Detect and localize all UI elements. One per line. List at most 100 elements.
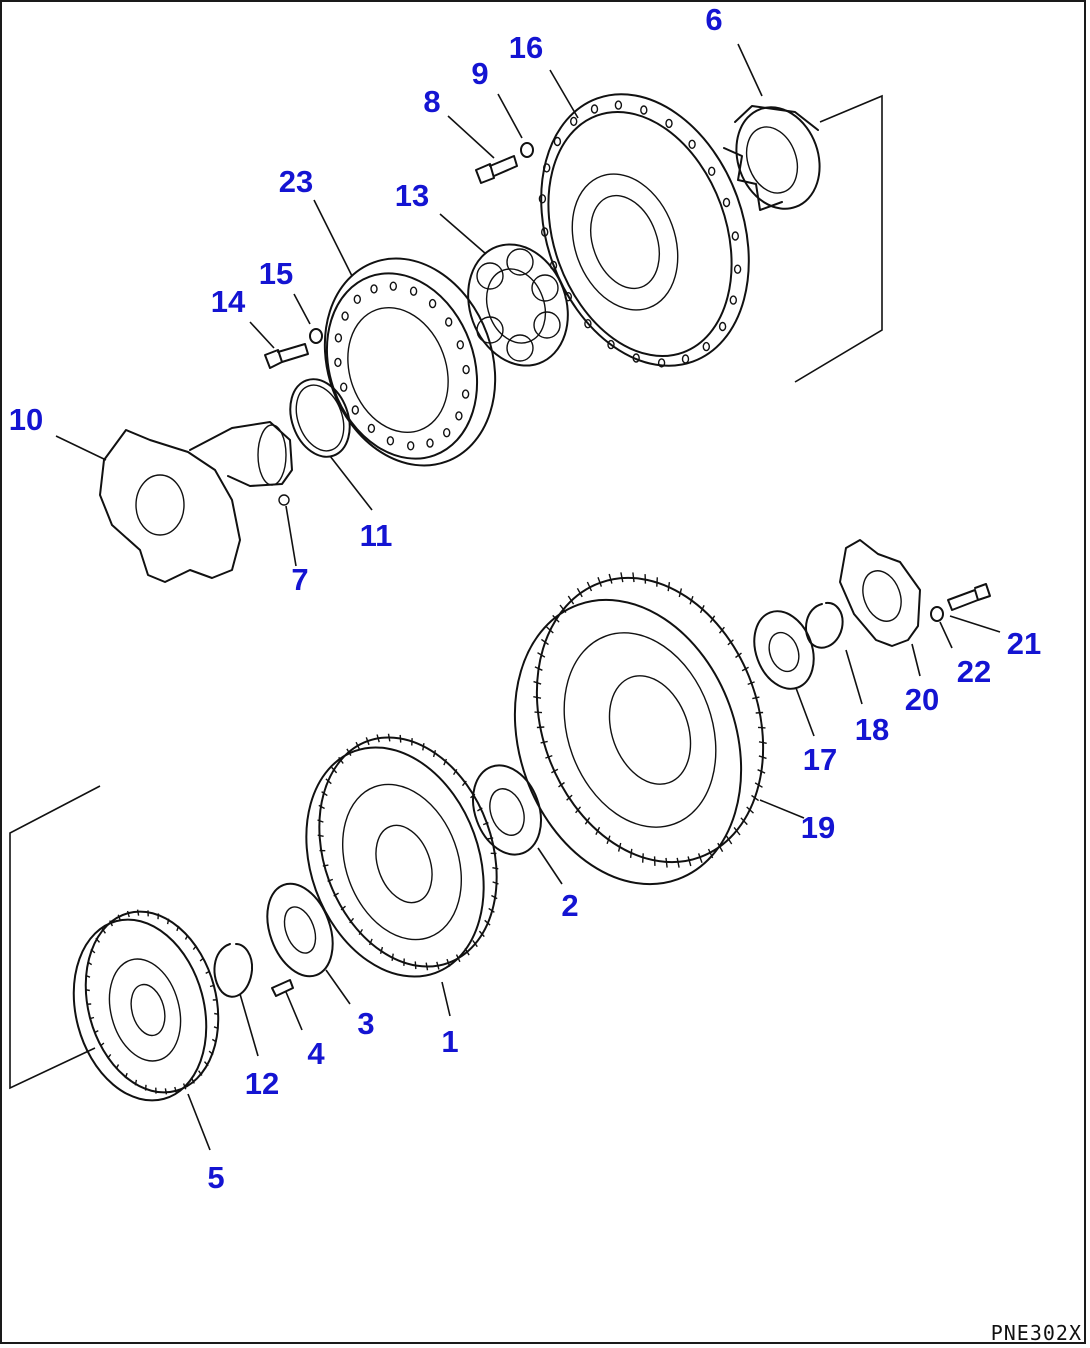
callout-18[interactable]: 18	[855, 712, 889, 747]
part-10-carrier[interactable]	[99, 421, 293, 583]
callout-22[interactable]: 22	[957, 654, 991, 689]
part-21-bolt[interactable]	[947, 583, 991, 611]
callout-10[interactable]: 10	[9, 402, 43, 437]
housing-bolt-hole	[729, 295, 737, 305]
ring-gear-hole	[461, 389, 470, 399]
gear-tooth	[346, 748, 352, 756]
callout-1[interactable]: 1	[441, 1024, 458, 1059]
ring-gear-hole	[353, 294, 361, 304]
part-16-housing[interactable]	[505, 65, 785, 395]
callout-5[interactable]: 5	[207, 1160, 224, 1195]
callout-14[interactable]: 14	[211, 284, 246, 319]
gear-tooth	[184, 934, 189, 940]
part-1-gear[interactable]	[276, 712, 528, 1001]
callout-8[interactable]: 8	[423, 84, 440, 119]
drum-tooth	[717, 842, 724, 853]
drum-tooth	[733, 826, 741, 836]
gear-tooth	[349, 917, 355, 924]
callout-21[interactable]: 21	[1007, 626, 1041, 661]
part-8-bolt[interactable]	[475, 155, 518, 184]
callout-9[interactable]: 9	[471, 56, 488, 91]
drum-tooth	[752, 696, 760, 700]
part-6-retainer[interactable]	[723, 95, 834, 220]
drum-tooth	[697, 853, 703, 864]
gear-tooth	[491, 894, 498, 900]
callout-23[interactable]: 23	[279, 164, 313, 199]
drum-tooth	[632, 572, 635, 583]
housing-bolt-hole	[570, 116, 578, 127]
gear-tooth	[192, 945, 197, 951]
callout-3[interactable]: 3	[357, 1006, 374, 1041]
part-12-snap-ring[interactable]	[213, 943, 254, 998]
gear-tooth	[166, 918, 170, 925]
drum-tooth	[595, 826, 601, 836]
gear-tooth	[321, 791, 328, 797]
part-9-washer[interactable]	[520, 142, 534, 158]
gear-tooth	[174, 1086, 178, 1094]
ring-gear-hole	[340, 382, 348, 392]
callout-7[interactable]: 7	[291, 562, 308, 597]
gear-tooth	[379, 946, 384, 954]
gear-tooth	[492, 867, 499, 870]
callout-11[interactable]: 11	[360, 518, 393, 553]
drum-tooth	[533, 680, 542, 685]
callout-17[interactable]: 17	[803, 742, 837, 777]
housing-bolt-hole	[607, 339, 615, 350]
part-11-ring[interactable]	[280, 371, 360, 465]
gear-tooth	[325, 778, 332, 785]
ring-gear-hole	[367, 423, 376, 434]
gear-tooth	[484, 919, 491, 926]
gear-tooth	[414, 961, 417, 970]
drum-tooth	[533, 696, 542, 699]
part-2-washer[interactable]	[461, 756, 553, 864]
ring-gear-hole	[386, 436, 395, 446]
callout-16[interactable]: 16	[509, 30, 543, 65]
drum-tooth	[617, 842, 622, 852]
drum-tooth	[576, 587, 583, 598]
housing-bolt-hole	[665, 118, 673, 129]
callout-6[interactable]: 6	[705, 2, 722, 37]
drawing-code: PNE302X	[991, 1321, 1082, 1345]
gear-tooth	[436, 961, 440, 970]
callout-4[interactable]: 4	[307, 1036, 325, 1071]
part-20-cover[interactable]	[839, 539, 921, 647]
gear-tooth	[322, 864, 329, 867]
ring-gear-hole	[351, 405, 359, 415]
drum-tooth	[537, 652, 546, 658]
gear-tooth	[317, 834, 324, 837]
part-5-gear[interactable]	[54, 897, 237, 1116]
drum-tooth	[758, 755, 767, 760]
part-15-washer[interactable]	[309, 328, 323, 344]
callout-12[interactable]: 12	[245, 1066, 279, 1101]
drum-tooth	[586, 581, 593, 592]
ring-gear-hole	[370, 284, 378, 294]
part-4-pin[interactable]	[271, 979, 294, 997]
drum-tooth	[545, 754, 553, 759]
housing-bolt-hole	[543, 163, 551, 173]
drum-tooth	[757, 726, 766, 729]
callout-20[interactable]: 20	[905, 682, 939, 717]
callout-15[interactable]: 15	[259, 256, 293, 291]
part-18-snap-ring[interactable]	[805, 601, 844, 649]
callout-19[interactable]: 19	[801, 810, 835, 845]
part-17-bearing[interactable]	[744, 603, 824, 697]
part-3-plate[interactable]	[255, 875, 344, 986]
drum-tooth	[534, 666, 543, 671]
ring-gear-hole	[409, 286, 418, 296]
callout-2[interactable]: 2	[561, 888, 578, 923]
gear-tooth	[85, 974, 91, 978]
gear-tooth	[85, 989, 90, 992]
gear-tooth	[136, 909, 140, 916]
part-22-washer[interactable]	[930, 606, 944, 622]
gear-tooth	[205, 970, 210, 975]
gear-tooth	[333, 892, 339, 897]
drum-tooth	[757, 769, 766, 774]
drum-tooth	[606, 835, 611, 845]
part-13-bearing[interactable]	[452, 230, 585, 379]
part-23-ring-gear[interactable]	[297, 234, 524, 489]
callout-13[interactable]: 13	[395, 178, 429, 213]
drum-tooth	[540, 740, 548, 744]
part-19-drum[interactable]	[477, 546, 802, 916]
gear-tooth	[358, 928, 364, 936]
part-14-bolt[interactable]	[264, 343, 309, 369]
